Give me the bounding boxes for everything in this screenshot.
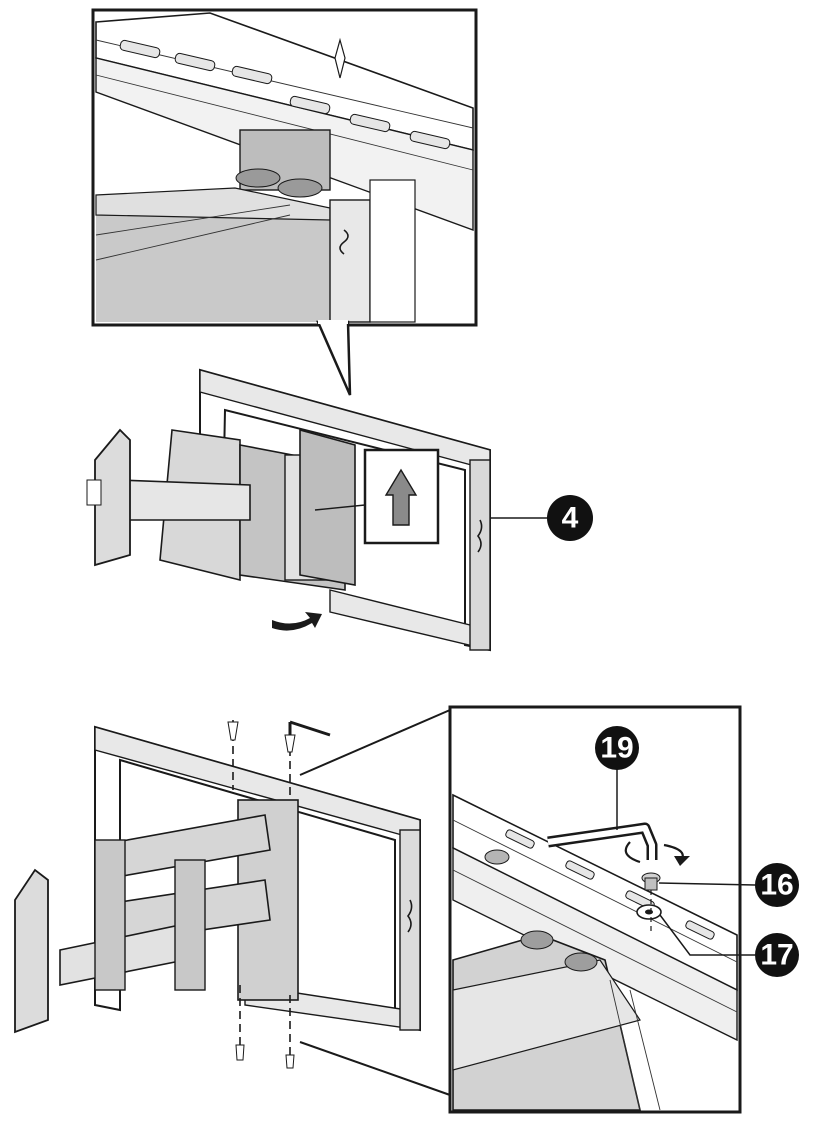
top-detail-inset	[91, 8, 478, 396]
top-mount-assembly: 4	[86, 368, 593, 652]
washer-icon	[636, 904, 662, 920]
callout-16-badge	[755, 863, 799, 907]
callout-17-label: 17	[760, 939, 793, 972]
callout-19-badge	[595, 726, 639, 770]
bolt-icon	[641, 872, 661, 891]
hex-key-icon	[547, 822, 658, 860]
callout-19-label: 19	[600, 732, 633, 765]
bottom-mount-assembly	[14, 709, 451, 1096]
callout-16-label: 16	[760, 869, 793, 902]
rotate-arrow-icon	[272, 612, 322, 631]
callout-4-badge	[547, 495, 593, 541]
bottom-detail-inset: 19 16 17	[448, 705, 799, 1114]
callout-17-badge	[755, 933, 799, 977]
callout-4-label: 4	[562, 502, 579, 535]
up-arrow-icon	[384, 468, 418, 526]
rail-slots	[119, 39, 451, 150]
rotate-arrow-icon	[624, 841, 690, 866]
